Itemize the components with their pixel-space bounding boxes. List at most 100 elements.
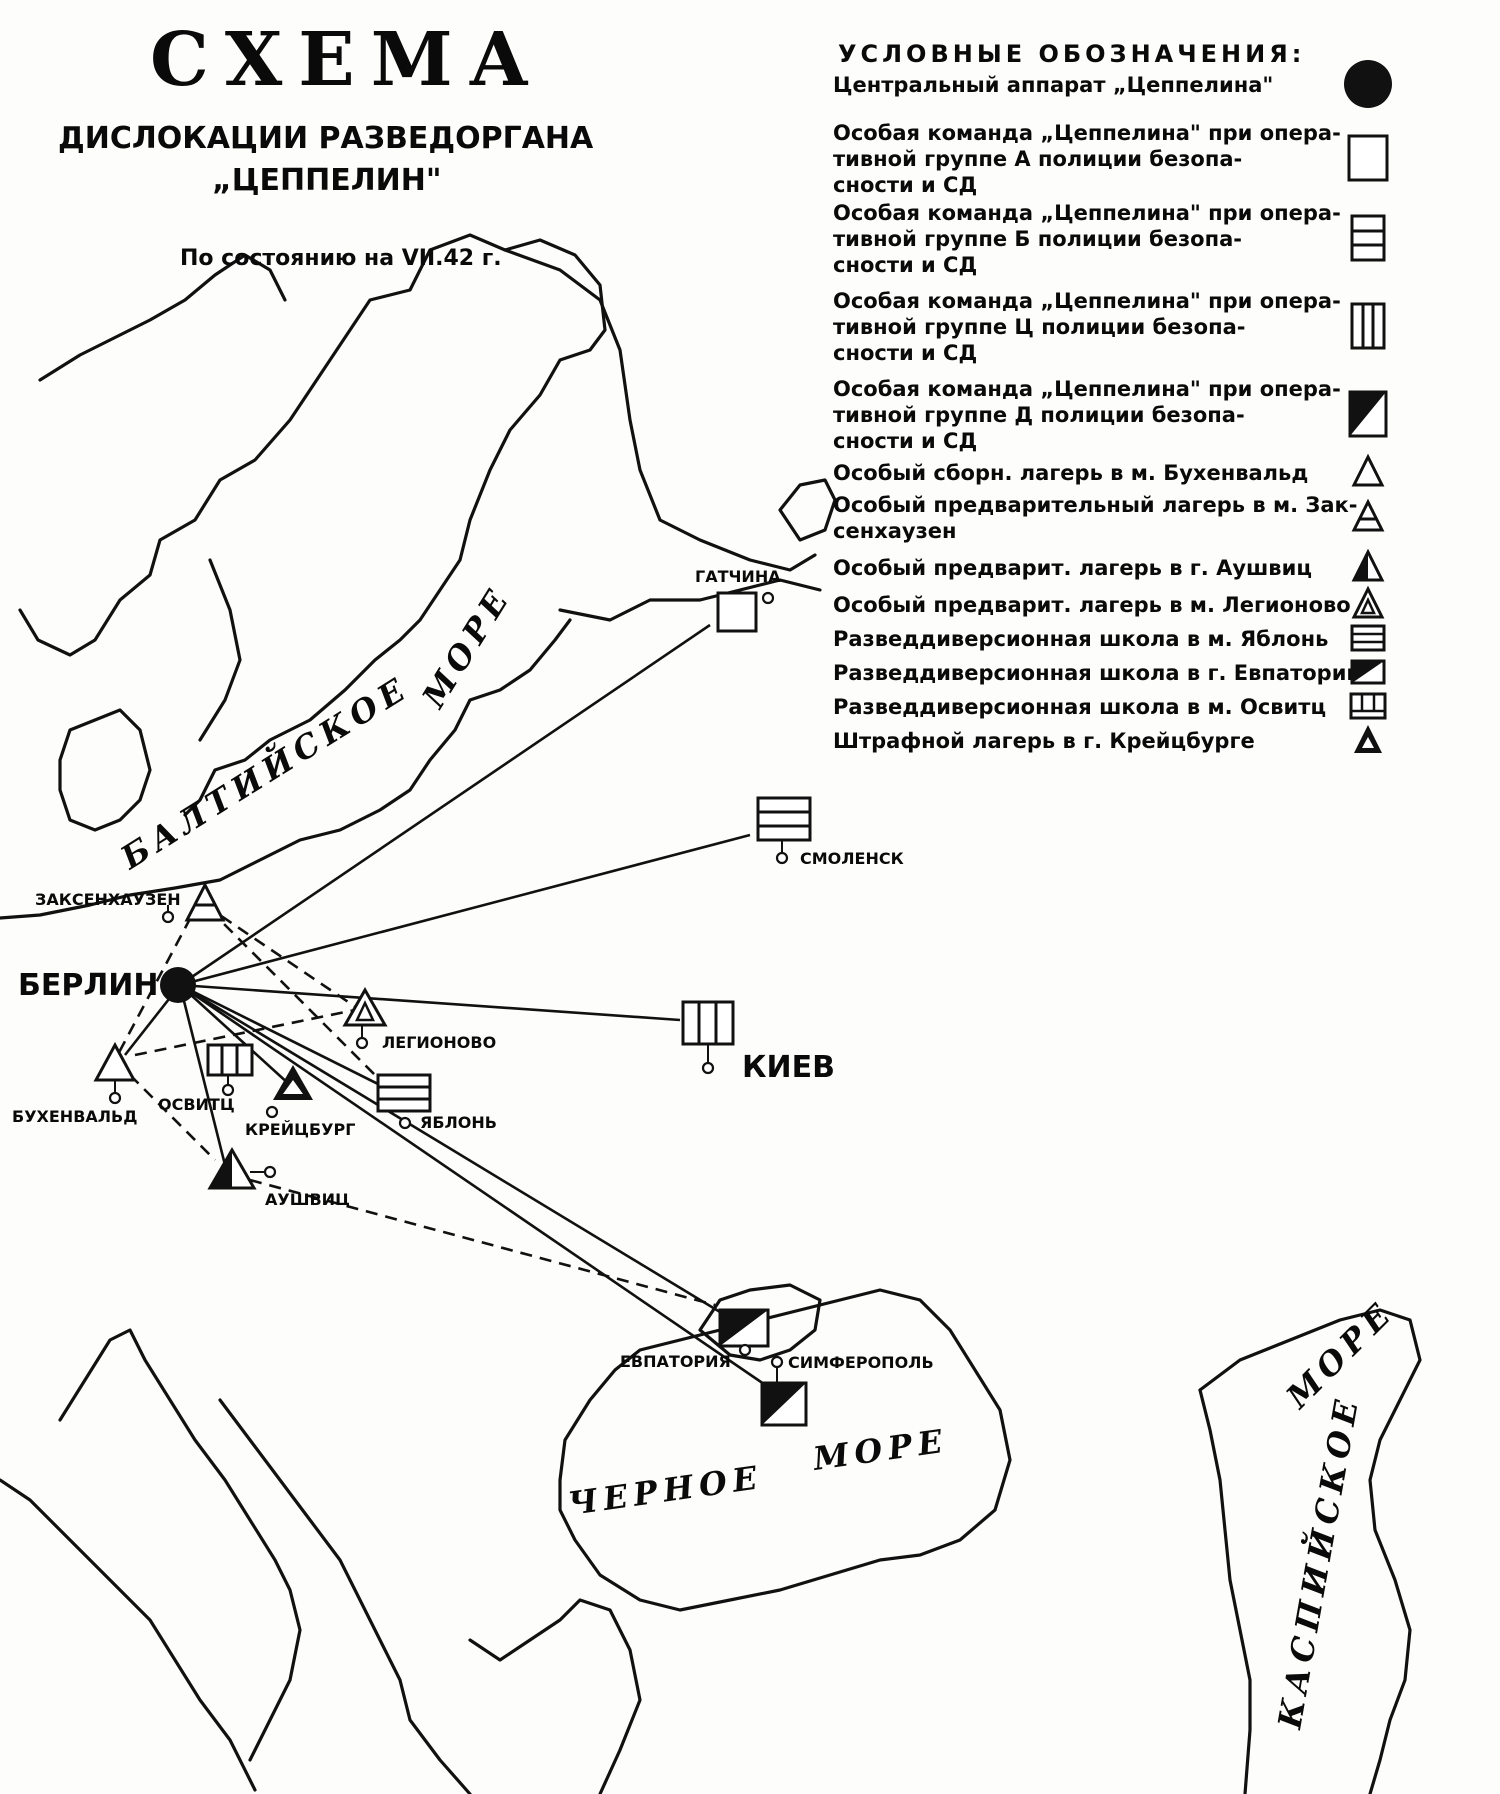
ladoga-coast (778, 478, 837, 542)
evpatoria-pin (738, 1343, 752, 1357)
route-berlin-simferopol (179, 983, 781, 1397)
jablon-striped-rectangle-icon (376, 1073, 432, 1113)
legend-item: Особый предварительный лагерь в м. Зак-с… (833, 493, 1385, 543)
place-legionowo: ЛЕГИОНОВО (382, 1033, 496, 1052)
sea-label-black-2: МОРЕ (810, 1421, 951, 1478)
legend-item-text: Особая команда „Цеппелина" при опера- (833, 289, 1341, 313)
smolensk-horizontal-lines-square-icon (756, 796, 812, 842)
barred-triangle-icon (1351, 498, 1385, 532)
kreuzburg-thick-triangle-icon (273, 1065, 313, 1100)
legend-item-text: тивной группе Ц полиции безопа- (833, 315, 1245, 339)
half-filled-rectangle-icon (1350, 659, 1386, 685)
oswitz-pin (221, 1083, 235, 1097)
black-sea-coast (558, 1288, 1012, 1612)
route-sachsenhausen-legionowo (204, 903, 361, 1012)
sachsenhausen-barred-triangle-icon (184, 881, 226, 922)
empty-triangle-icon (1351, 453, 1385, 487)
auschwitz-pin (263, 1165, 277, 1179)
scandinavia-coast (18, 233, 607, 817)
kiev-vertical-lines-square-icon (681, 1000, 735, 1046)
smolensk-pin (775, 851, 789, 865)
place-smolensk: СМОЛЕНСК (800, 849, 904, 868)
place-evpatoria: ЕВПАТОРИЯ (620, 1352, 731, 1371)
place-gatchina: ГАТЧИНА (695, 567, 781, 586)
date-line: По состоянию на VII.42 г. (180, 246, 502, 271)
legend-item-text: сности и СД (833, 173, 977, 197)
place-simferopol: СИМФЕРОПОЛЬ (788, 1353, 934, 1372)
legend-item: Разведдиверсионная школа в м. Яблонь (833, 624, 1386, 652)
comb-rectangle-icon (1349, 692, 1387, 720)
simferopol-pin (770, 1355, 784, 1369)
italy-west-coast (0, 1478, 257, 1792)
sea-label-baltic-2: МОРЕ (414, 579, 519, 715)
map-subtitle-line1: ДИСЛОКАЦИИ РАЗВЕДОРГАНА (58, 121, 594, 156)
legend-item: Особый сборн. лагерь в м. Бухенвальд (833, 453, 1385, 487)
legend-item-text: Особый предварит. лагерь в м. Легионово (833, 593, 1351, 617)
route-berlin-jablon (179, 983, 401, 1097)
gatchina-empty-square-icon (716, 591, 758, 633)
caspian-sea-coast (1198, 1308, 1422, 1794)
balkans-coast (218, 1398, 472, 1794)
legend-item-text: сности и СД (833, 429, 977, 453)
berlin-filled-circle-icon (160, 967, 196, 1003)
aegean-coast (468, 1598, 642, 1794)
route-berlin-auschwitz (178, 984, 227, 1166)
route-berlin-smolensk (179, 833, 751, 987)
routes (113, 623, 781, 1397)
legend-item: Особый предварит. лагерь в г. Аушвиц (833, 548, 1385, 582)
route-berlin-gatchina (179, 623, 711, 987)
legend-item: Штрафной лагерь в г. Крейцбурге (833, 725, 1382, 753)
half-filled-triangle-icon (1351, 548, 1385, 582)
legend-items: Центральный аппарат „Цеппелина" Особая ко… (833, 60, 1392, 753)
legend-item-text: Особый предварит. лагерь в г. Аушвиц (833, 556, 1312, 580)
legend-heading: УСЛОВНЫЕ ОБОЗНАЧЕНИЯ: (838, 40, 1305, 68)
legend-item: Центральный аппарат „Цеппелина" (833, 60, 1392, 108)
place-jablon: ЯБЛОНЬ (420, 1113, 497, 1132)
place-auschwitz: АУШВИЦ (265, 1190, 350, 1209)
place-kiev: КИЕВ (742, 1050, 835, 1085)
jablon-pin (398, 1116, 412, 1130)
oswitz-comb-rectangle-icon (206, 1043, 254, 1077)
evpatoria-half-filled-rectangle-icon (718, 1308, 770, 1348)
empty-square-icon (1347, 134, 1389, 182)
coastlines (0, 233, 1422, 1794)
legend-item-text: Штрафной лагерь в г. Крейцбурге (833, 729, 1255, 753)
legend-item-text: Разведдиверсионная школа в г. Евпатории (833, 661, 1361, 685)
kiev-pin (701, 1061, 715, 1075)
legend-item-text: сности и СД (833, 253, 977, 277)
route-sachsenhausen-jablon (209, 909, 386, 1086)
route-auschwitz-evpatoria (249, 1178, 716, 1307)
scandinavia-inner-coast (198, 558, 242, 742)
legend-item: Особый предварит. лагерь в м. Легионово (833, 585, 1385, 619)
finland-coast (503, 248, 817, 572)
denmark-coast (58, 708, 152, 832)
legend-item-text: тивной группе Б полиции безопа- (833, 227, 1242, 251)
legend-item-text: сенхаузен (833, 519, 957, 543)
buchenwald-pin (108, 1091, 122, 1105)
caspian-west-coast (1198, 1388, 1252, 1794)
legend-item-text: Разведдиверсионная школа в м. Освитц (833, 695, 1326, 719)
filled-circle-icon (1344, 60, 1392, 108)
sachsenhausen-pin (161, 910, 175, 924)
legionowo-inner-triangle-icon (342, 986, 388, 1027)
place-kreuzburg: КРЕЙЦБУРГ (245, 1120, 355, 1139)
legend-item-text: сности и СД (833, 341, 977, 365)
sea-label-caspian-1: КАСПИЙСКОЕ (1268, 1391, 1366, 1732)
crimea-coast (698, 1283, 822, 1362)
route-buchenwald-auschwitz (129, 1074, 216, 1161)
italy-coast (58, 1328, 302, 1762)
legend-item-text: тивной группе А полиции безопа- (833, 147, 1242, 171)
legend-item-text: Особый предварительный лагерь в м. Зак- (833, 493, 1357, 517)
legend-item: Особая команда „Цеппелина" при опера-тив… (833, 201, 1386, 277)
route-buchenwald-legionowo (134, 1008, 356, 1057)
legionowo-pin (355, 1036, 369, 1050)
legend: УСЛОВНЫЕ ОБОЗНАЧЕНИЯ: Центральный аппара… (833, 40, 1392, 753)
gatchina-pin (761, 591, 775, 605)
place-berlin: БЕРЛИН (18, 968, 158, 1003)
legend-item-text: тивной группе Д полиции безопа- (833, 403, 1245, 427)
baltic-south-coast (0, 618, 572, 920)
map-title: СХЕМА (150, 17, 545, 103)
route-berlin-evpatoria (179, 983, 726, 1317)
